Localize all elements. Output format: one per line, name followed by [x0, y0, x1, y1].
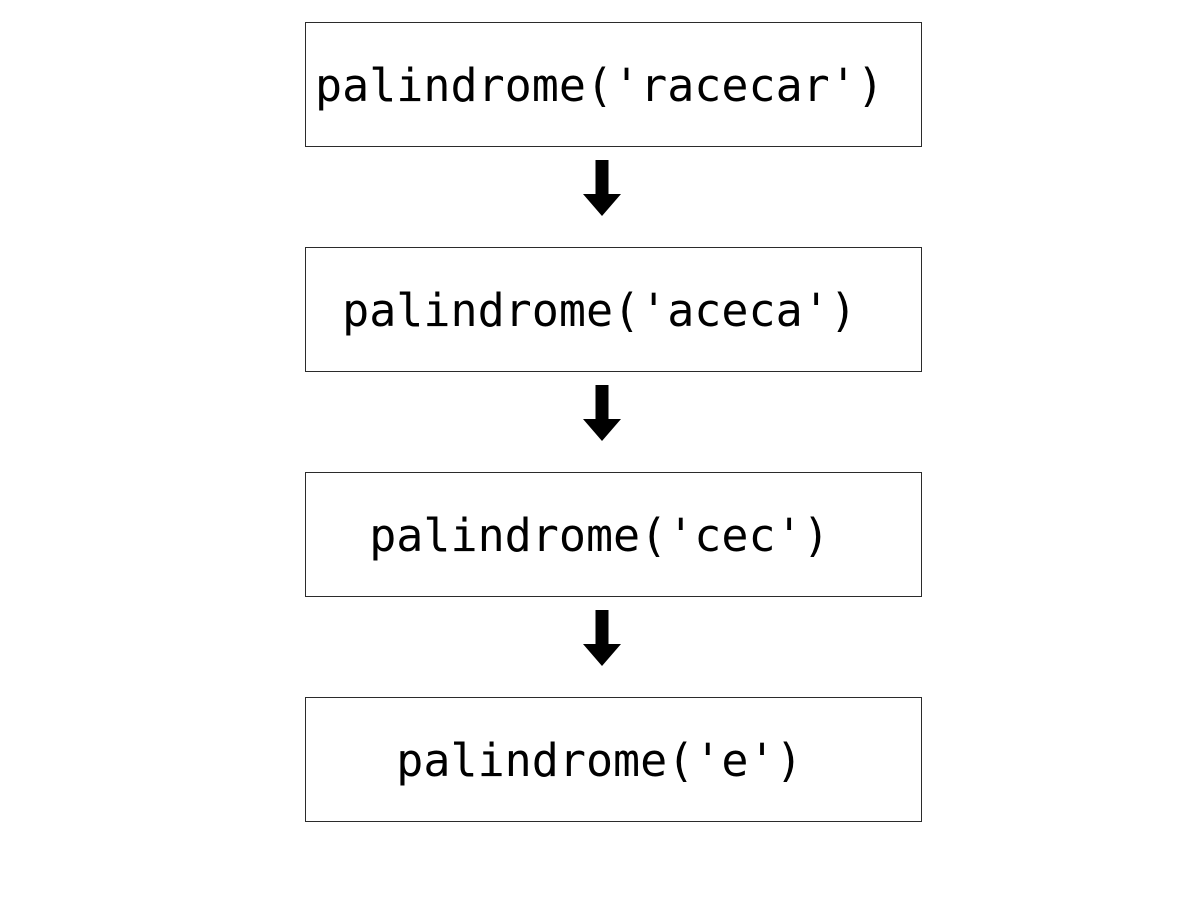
flow-node-aceca[interactable]: palindrome('aceca') [305, 247, 922, 372]
arrow-down-icon [583, 160, 621, 216]
flow-node-e[interactable]: palindrome('e') [305, 697, 922, 822]
flow-node-racecar[interactable]: palindrome('racecar') [305, 22, 922, 147]
flow-node-label: palindrome('aceca') [342, 284, 857, 337]
arrow-down-icon [583, 385, 621, 441]
flow-node-cec[interactable]: palindrome('cec') [305, 472, 922, 597]
flow-node-label: palindrome('e') [396, 734, 803, 787]
arrow-down-icon [583, 610, 621, 666]
flow-node-label: palindrome('cec') [369, 509, 830, 562]
flow-node-label: palindrome('racecar') [315, 59, 884, 112]
